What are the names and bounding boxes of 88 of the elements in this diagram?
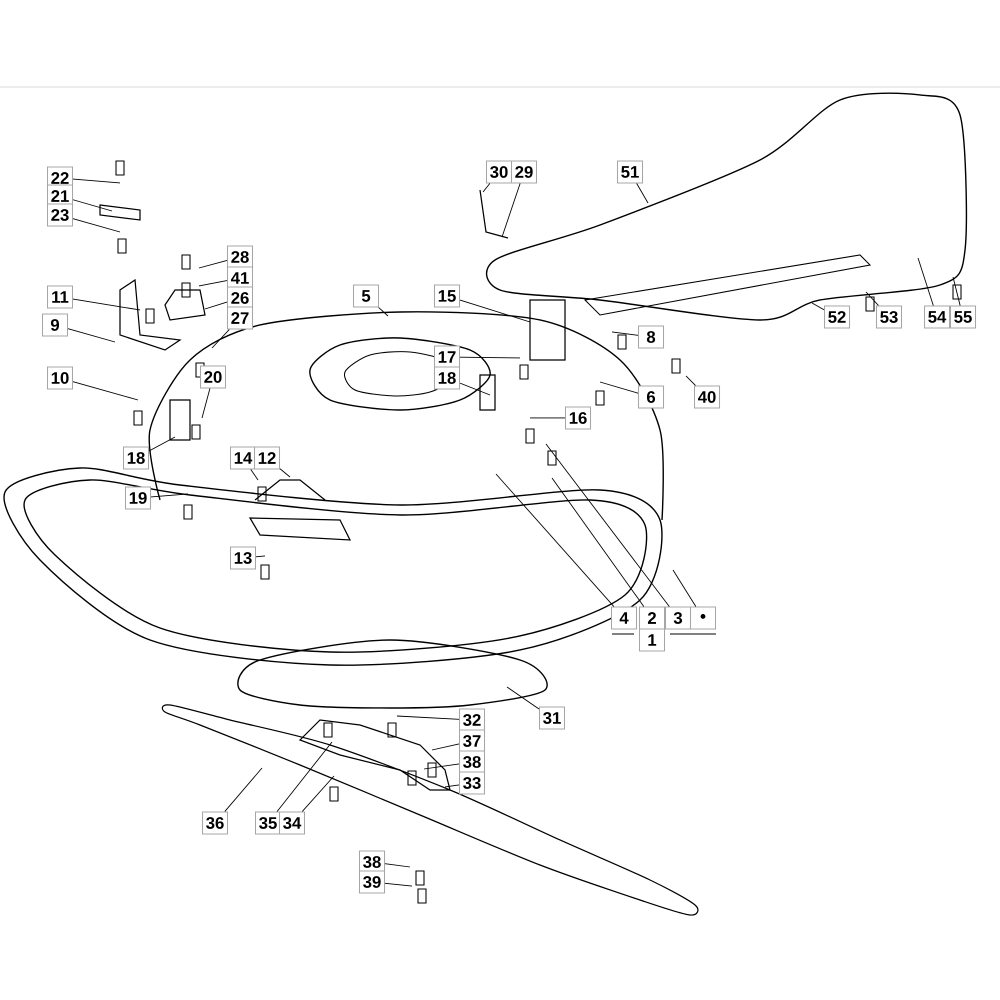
leader-line xyxy=(150,494,188,498)
callout-number: 34 xyxy=(278,811,306,835)
callout-number: 12 xyxy=(254,446,280,470)
callout-number: 8 xyxy=(638,325,664,349)
callout-number: 19 xyxy=(124,486,152,510)
leader-line xyxy=(198,280,228,286)
callout-number: 9 xyxy=(42,313,68,337)
leader-line xyxy=(552,478,644,607)
leader-line xyxy=(276,742,332,812)
leader-line xyxy=(302,776,334,812)
leader-line xyxy=(250,469,258,480)
leader-line xyxy=(952,276,961,306)
callout-number: 3 xyxy=(664,606,692,630)
callout-number: 52 xyxy=(824,305,850,329)
leader-line xyxy=(686,376,696,386)
callout-number: 26 xyxy=(226,286,254,310)
callout-number: 15 xyxy=(434,284,460,308)
leader-line xyxy=(148,436,176,452)
callout-number: 6 xyxy=(638,385,664,409)
leader-line xyxy=(636,183,648,204)
callout-number: 1 xyxy=(638,628,666,652)
callout-number: 32 xyxy=(458,708,486,732)
callout-number: 33 xyxy=(458,771,486,795)
leader-line xyxy=(396,716,460,720)
leader-line xyxy=(600,382,638,394)
callout-number: 23 xyxy=(46,203,74,227)
callout-number: 39 xyxy=(358,870,386,894)
leader-line xyxy=(280,468,290,478)
callout-number: 18 xyxy=(434,366,460,390)
callout-number: 27 xyxy=(226,306,254,330)
callout-number: 10 xyxy=(46,366,74,390)
leader-line xyxy=(918,258,934,306)
leader-line xyxy=(444,784,460,788)
callout-number: 51 xyxy=(616,160,644,184)
leader-line xyxy=(68,328,116,342)
callout-number: 18 xyxy=(122,446,150,470)
leader-line xyxy=(384,863,410,868)
callout-number: 17 xyxy=(434,345,460,369)
leader-line xyxy=(432,743,460,750)
leader-line xyxy=(612,332,638,336)
leader-line xyxy=(460,300,530,322)
leader-line xyxy=(204,302,228,310)
callout-number: 55 xyxy=(950,305,976,329)
callout-number: 53 xyxy=(876,305,902,329)
callout-number: 38 xyxy=(458,750,486,774)
leader-line xyxy=(502,183,521,238)
leader-line xyxy=(812,302,824,310)
leader-line xyxy=(482,183,490,192)
leader-line xyxy=(378,307,388,316)
callout-number: 37 xyxy=(458,729,486,753)
callout-number: 29 xyxy=(510,160,538,184)
callout-number: 20 xyxy=(200,365,226,389)
leader-line xyxy=(72,381,138,400)
leader-line xyxy=(72,298,140,310)
callout-number: 40 xyxy=(694,385,720,409)
callout-number: 16 xyxy=(564,406,592,430)
leader-line xyxy=(506,686,540,710)
leader-line xyxy=(256,556,266,558)
callout-number: 31 xyxy=(538,706,566,730)
callout-number: 30 xyxy=(486,160,512,184)
leader-line xyxy=(546,444,670,607)
leader-line xyxy=(384,882,412,886)
leader-line xyxy=(198,260,228,268)
leader-line xyxy=(202,388,210,418)
leader-line xyxy=(72,218,120,232)
leader-line xyxy=(212,329,230,348)
callout-number: 36 xyxy=(202,811,228,835)
leader-line xyxy=(72,199,112,212)
leader-line xyxy=(460,356,520,358)
leader-line xyxy=(496,474,614,607)
leader-line xyxy=(672,570,696,607)
callout-number: 28 xyxy=(226,245,254,269)
leader-line xyxy=(424,763,460,770)
leader-line xyxy=(224,768,262,812)
callout-number: 54 xyxy=(924,305,950,329)
callout-number: 4 xyxy=(610,606,638,630)
callout-number: 13 xyxy=(230,546,256,570)
leader-line xyxy=(460,382,490,396)
leader-line xyxy=(866,292,879,306)
callout-number: 38 xyxy=(358,850,386,874)
callout-number: 35 xyxy=(254,811,282,835)
callout-number: 2 xyxy=(638,606,666,630)
callout-number: 41 xyxy=(226,266,254,290)
callout-number: • xyxy=(690,606,716,630)
callout-number: 5 xyxy=(352,284,380,308)
leader-line xyxy=(72,178,120,184)
callout-number: 14 xyxy=(230,446,256,470)
callout-number: 11 xyxy=(46,285,74,309)
